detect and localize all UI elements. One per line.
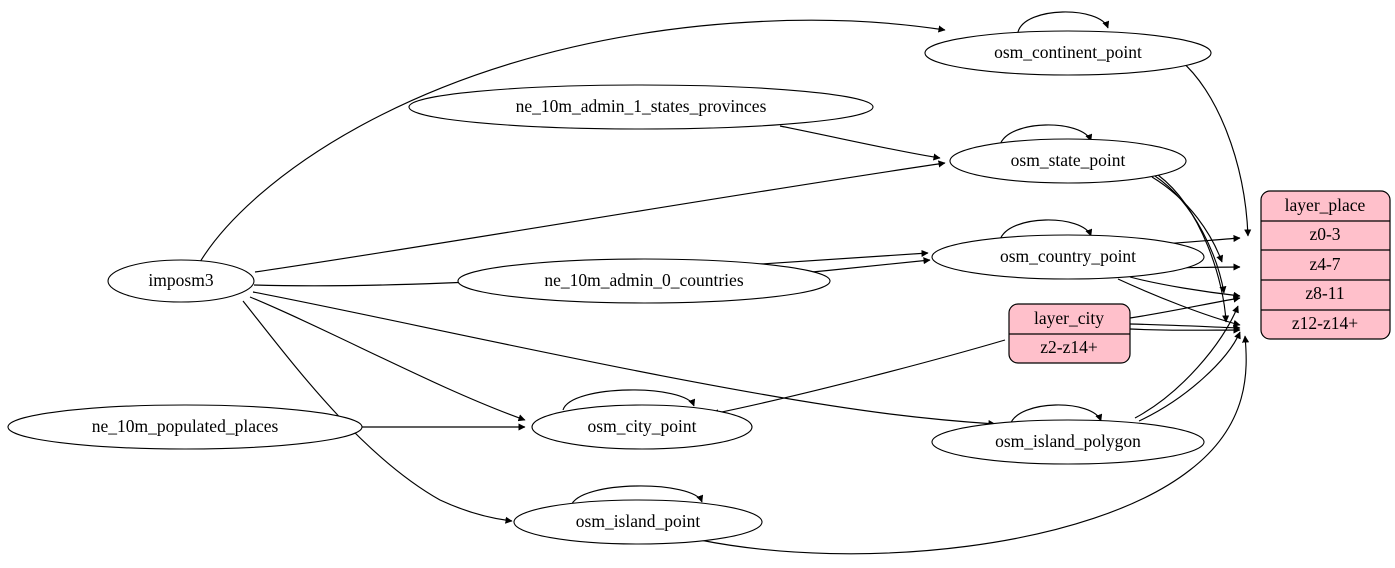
layer_place-row-z8-11[interactable]: z8-11 (1305, 283, 1344, 303)
ne_10m_admin_1_states_provinces-ellipse[interactable] (408, 84, 874, 130)
edge-layer_city-to-layer_place-extra (1129, 326, 1241, 334)
osm_island_point-ellipse[interactable] (513, 499, 763, 545)
edge-osm_country_point-to-layer_place-z8-11 (1129, 276, 1241, 299)
node-ne_10m_admin_1_states_provinces[interactable]: ne_10m_admin_1_states_provinces (408, 84, 874, 130)
edge-osm_island_point-self-loop (570, 485, 704, 507)
edge-osm_island_point-to-layer_place-z12-z14 (699, 335, 1250, 555)
layer_city-title: layer_city (1034, 308, 1104, 328)
osm_state_point-label: osm_state_point (1011, 150, 1126, 170)
osm_city_point-ellipse[interactable] (531, 404, 753, 450)
edge-layer_city-to-layer_place-z12-z14 (1129, 323, 1241, 332)
record-layer: layer_place z0-3 z4-7 z8-11 z12-z14+ lay… (1008, 190, 1391, 364)
edge-osm_city_point-self-loop (562, 389, 696, 411)
imposm3-label: imposm3 (148, 270, 213, 290)
ne_10m_admin_0_countries-label: ne_10m_admin_0_countries (544, 270, 743, 290)
edge-imposm3-to-osm_island_polygon (252, 291, 996, 428)
osm_island_point-label: osm_island_point (576, 511, 701, 531)
osm_continent_point-label: osm_continent_point (994, 42, 1142, 62)
ne_10m_admin_1_states_provinces-label: ne_10m_admin_1_states_provinces (516, 96, 767, 116)
node-osm_state_point[interactable]: osm_state_point (949, 138, 1187, 184)
osm_island_polygon-ellipse[interactable] (931, 419, 1205, 465)
edge-osm_island_polygon-self-loop (1009, 404, 1103, 426)
ne_10m_populated_places-label: ne_10m_populated_places (92, 416, 279, 436)
edge-osm_country_point-to-layer_place-z12-z14 (1117, 278, 1241, 327)
edge-osm_island_polygon-to-layer_place-z12-z14 (1138, 331, 1241, 422)
osm_country_point-label: osm_country_point (1000, 246, 1136, 266)
node-ne_10m_populated_places[interactable]: ne_10m_populated_places (7, 404, 363, 450)
edge-ne_countries-to-osm_country_point (811, 257, 931, 273)
node-layer: imposm3 ne_10m_admin_1_states_provinces … (7, 30, 1212, 545)
node-osm_continent_point[interactable]: osm_continent_point (924, 30, 1212, 76)
edge-osm_continent_point-to-layer_place-z0-3 (1179, 59, 1252, 237)
edge-osm_country_point-self-loop (999, 219, 1093, 241)
layer_place-title: layer_place (1285, 195, 1366, 215)
ne_10m_admin_0_countries-ellipse[interactable] (457, 258, 831, 304)
edge-osm_state_point-to-layer_place-z4-7 (1151, 176, 1224, 263)
record-layer_place[interactable]: layer_place z0-3 z4-7 z8-11 z12-z14+ (1260, 190, 1391, 340)
node-ne_10m_admin_0_countries[interactable]: ne_10m_admin_0_countries (457, 258, 831, 304)
edge-layer_city-to-layer_place-z8-11 (1129, 295, 1241, 319)
edge-imposm3-to-osm_island_point (242, 300, 513, 524)
node-osm_city_point[interactable]: osm_city_point (531, 404, 753, 450)
osm_continent_point-ellipse[interactable] (924, 30, 1212, 76)
edge-ne_states-to-osm_state_point (779, 125, 941, 161)
edge-osm_state_point-to-layer_place-z12-z14 (1157, 174, 1230, 323)
edge-osm_continent_point-self-loop (1017, 11, 1110, 33)
record-layer_city[interactable]: layer_city z2-z14+ (1008, 303, 1131, 364)
edge-layer (199, 11, 1252, 555)
layer_place-row-z4-7[interactable]: z4-7 (1309, 254, 1340, 274)
node-osm_country_point[interactable]: osm_country_point (931, 234, 1205, 280)
layer_place-box[interactable] (1260, 190, 1391, 340)
edge-osm_state_point-to-layer_place-z8-11 (1154, 175, 1227, 294)
imposm3-ellipse[interactable] (107, 259, 255, 303)
edge-imposm3-to-osm_continent_point (199, 19, 946, 263)
layer_place-row-z12-z14[interactable]: z12-z14+ (1292, 313, 1358, 333)
layer_city-row-z2-z14[interactable]: z2-z14+ (1040, 337, 1098, 357)
edge-imposm3-to-osm_city_point (249, 296, 526, 422)
osm_state_point-ellipse[interactable] (949, 138, 1187, 184)
node-imposm3[interactable]: imposm3 (107, 259, 255, 303)
osm_city_point-label: osm_city_point (588, 416, 697, 436)
layer_place-row-z0-3[interactable]: z0-3 (1309, 224, 1340, 244)
edge-osm_island_polygon-to-layer_place-z8-11 (1134, 305, 1239, 419)
ne_10m_populated_places-ellipse[interactable] (7, 404, 363, 450)
edge-osm_state_point-self-loop (999, 124, 1093, 146)
edge-layer_city-to-osm_city_point (711, 339, 1006, 417)
edge-imposm3-to-osm_state_point (254, 160, 946, 273)
node-osm_island_point[interactable]: osm_island_point (513, 499, 763, 545)
osm_island_polygon-label: osm_island_polygon (995, 431, 1141, 451)
node-osm_island_polygon[interactable]: osm_island_polygon (931, 419, 1205, 465)
osm_country_point-ellipse[interactable] (931, 234, 1205, 280)
